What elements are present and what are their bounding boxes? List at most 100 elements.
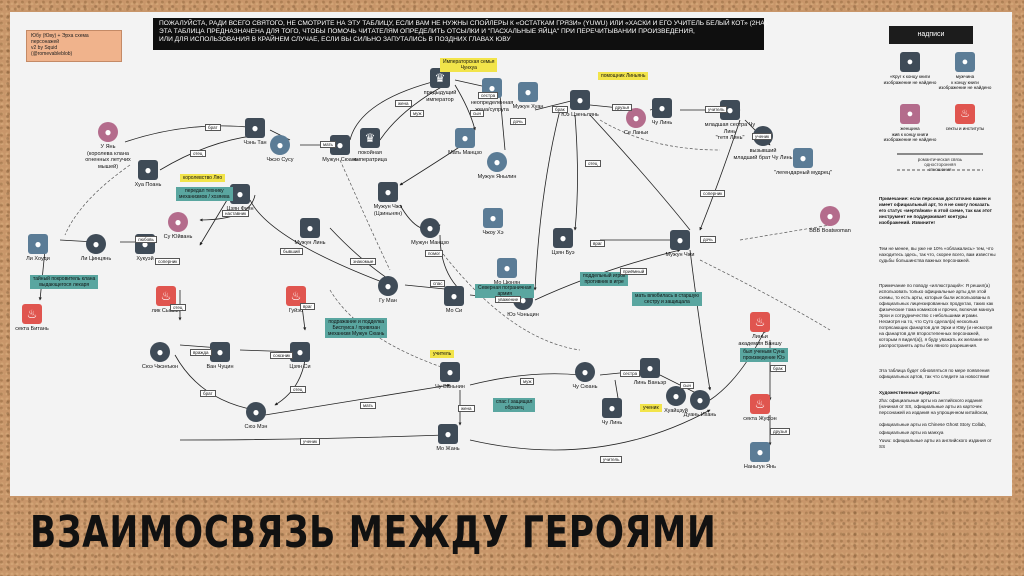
edge (469, 409, 711, 451)
character-label: Су Юйвань (163, 234, 193, 240)
character-murong-mangdo: ●Мужун Манцзо (400, 218, 460, 247)
person-icon: ● (720, 100, 740, 120)
edge-dashed (329, 289, 451, 371)
character-van-chuqin: ●Ван Чуцин (190, 342, 250, 371)
crown-icon: ♛ (360, 128, 380, 148)
edge-label: брат (205, 124, 221, 131)
character-label: Чу Сюань (572, 384, 598, 390)
character-sue-chjansu: ●Сюэ Чжэнъюн (130, 342, 190, 371)
character-label: Ли Хоуди (26, 256, 50, 262)
edge-dashed (699, 259, 831, 331)
note-paragraph: Эта таблица будет обновляться по мере по… (879, 368, 990, 379)
person-icon: ● (955, 52, 975, 72)
character-chu-vanning: ●Чу Ваньнин (420, 362, 480, 391)
edge (199, 194, 231, 246)
person-icon: ● (210, 342, 230, 362)
edge-label: друзья (770, 428, 791, 435)
warning-line: ЭТА ТАБЛИЦА ПРЕДНАЗНАЧЕНА ДЛЯ ТОГО, ЧТОБ… (159, 28, 695, 35)
character-se-lanyi: ●Се Ланьи (606, 108, 666, 137)
edge-label: муж (410, 110, 425, 117)
edge (709, 329, 766, 401)
person-icon: ● (626, 108, 646, 128)
edge (699, 119, 741, 231)
edge-label: отец (190, 150, 206, 157)
character-lin-vanshi: ●Линь Ваньэр (620, 358, 680, 387)
edge-label: соперник (700, 190, 726, 197)
character-label: Мужун Линь (294, 240, 326, 246)
character-lin-shulan: ♨ лик Сышан (136, 286, 196, 315)
character-label: младшая сестра Чу Линь "тетя Линь" (704, 122, 756, 141)
edge-label: приёмный (620, 268, 648, 275)
character-nangun-yan: ●Наньгун Янь (730, 442, 790, 471)
edge (264, 383, 451, 416)
character-prev-emperor: ♛предыдущий император (410, 68, 470, 103)
person-icon: ● (440, 362, 460, 382)
edge-label: бывший (280, 248, 303, 255)
character-label: вызывший младший брат Чу Линь (733, 148, 793, 161)
person-icon: ● (290, 342, 310, 362)
person-icon: ● (444, 286, 464, 306)
edge (454, 84, 476, 131)
edge-dashed (439, 249, 581, 351)
tag-yellow: ученик (640, 404, 662, 412)
edge-label: отец (585, 160, 601, 167)
edge (689, 249, 712, 391)
person-icon: ● (820, 206, 840, 226)
edge-label: знакомые (350, 258, 377, 265)
person-icon: ● (553, 228, 573, 248)
edge-label: отец (290, 386, 306, 393)
edge (534, 99, 576, 111)
character-chu-lin2: ●Чу Линь (582, 398, 642, 427)
person-icon: ● (900, 52, 920, 72)
flame-icon: ♨ (286, 286, 306, 306)
warning-line: ИЛИ ДЛЯ ИСПОЛЬЗОВАНИЯ В КРАЙНЕМ СЛУЧАЕ, … (159, 36, 511, 43)
character-label: Мужун Чжи (665, 252, 695, 258)
flame-icon: ♨ (955, 104, 975, 124)
character-label: Мужун Сюань (322, 157, 358, 163)
edge-label: дочь (510, 118, 526, 125)
character-chu-lin: ●Чу Линь (632, 98, 692, 127)
character-label: "легендарный мудрец" (774, 170, 832, 176)
character-mo-si: ●Мо Си (424, 286, 484, 315)
tag-teal: поддельный игрок противник в игре (580, 272, 629, 286)
character-label: лик Сышан (151, 308, 181, 314)
character-label: Цзян Си (289, 364, 311, 370)
character-murong-huan: ●Мужун Хуан (498, 82, 558, 111)
character-label: У Янь (королева клана огненных летучих м… (85, 144, 131, 170)
edge (533, 109, 561, 291)
legend-item: ♨ секты и институты (935, 104, 995, 132)
spoiler-warning: ПОЖАЛУЙСТА, РАДИ ВСЕГО СВЯТОГО, НЕ СМОТР… (153, 18, 769, 50)
person-icon: ● (690, 390, 710, 410)
character-cao-fen: ●Цзян Фуян (210, 184, 270, 213)
person-icon: ● (86, 234, 106, 254)
character-yue-chen: ● Юэ Цзеньлянь (550, 90, 610, 119)
character-label: Мо Цюнян (493, 280, 521, 286)
person-icon: ● (670, 230, 690, 250)
character-label: покойная императрица (353, 150, 387, 163)
character-label: Наньгун Янь (743, 464, 777, 470)
character-cao-bu: ●Цзян Буэ (533, 228, 593, 257)
character-duan-ihang: ●Дуань Ихань (670, 390, 730, 419)
character-label: Юэ Цзеньлянь (561, 112, 599, 118)
diagram-board (10, 12, 1012, 496)
edge-dashed (64, 164, 131, 236)
person-icon: ● (300, 218, 320, 238)
person-icon: ● (330, 135, 350, 155)
tag-teal: спас / защищал образец (493, 398, 536, 412)
character-label: Чу Линь (651, 120, 673, 126)
character-label: Мужун Хуан (512, 104, 544, 110)
person-icon: ● (168, 212, 188, 232)
character-legendary-sage: ●"легендарный мудрец" (773, 148, 833, 177)
edge-label: брат (200, 390, 216, 397)
tag-teal: был ученым Суна произведение Юэ (740, 348, 788, 362)
flame-icon: ♨ (156, 286, 176, 306)
flame-icon: ♨ (750, 312, 770, 332)
note-paragraph: 2ha: официальные арты из английского изд… (879, 398, 989, 415)
person-icon: ● (570, 90, 590, 110)
character-label: Мать Манцзо (448, 150, 482, 156)
edge-label: жена (458, 405, 475, 412)
person-icon: ● (497, 258, 517, 278)
character-hua-poan: ●Хуа Поань (118, 160, 178, 189)
legend-item: ● «Круг к концу книги изображение не най… (880, 52, 940, 85)
character-murong-yanlian: ●Мужун Янылин (467, 152, 527, 181)
